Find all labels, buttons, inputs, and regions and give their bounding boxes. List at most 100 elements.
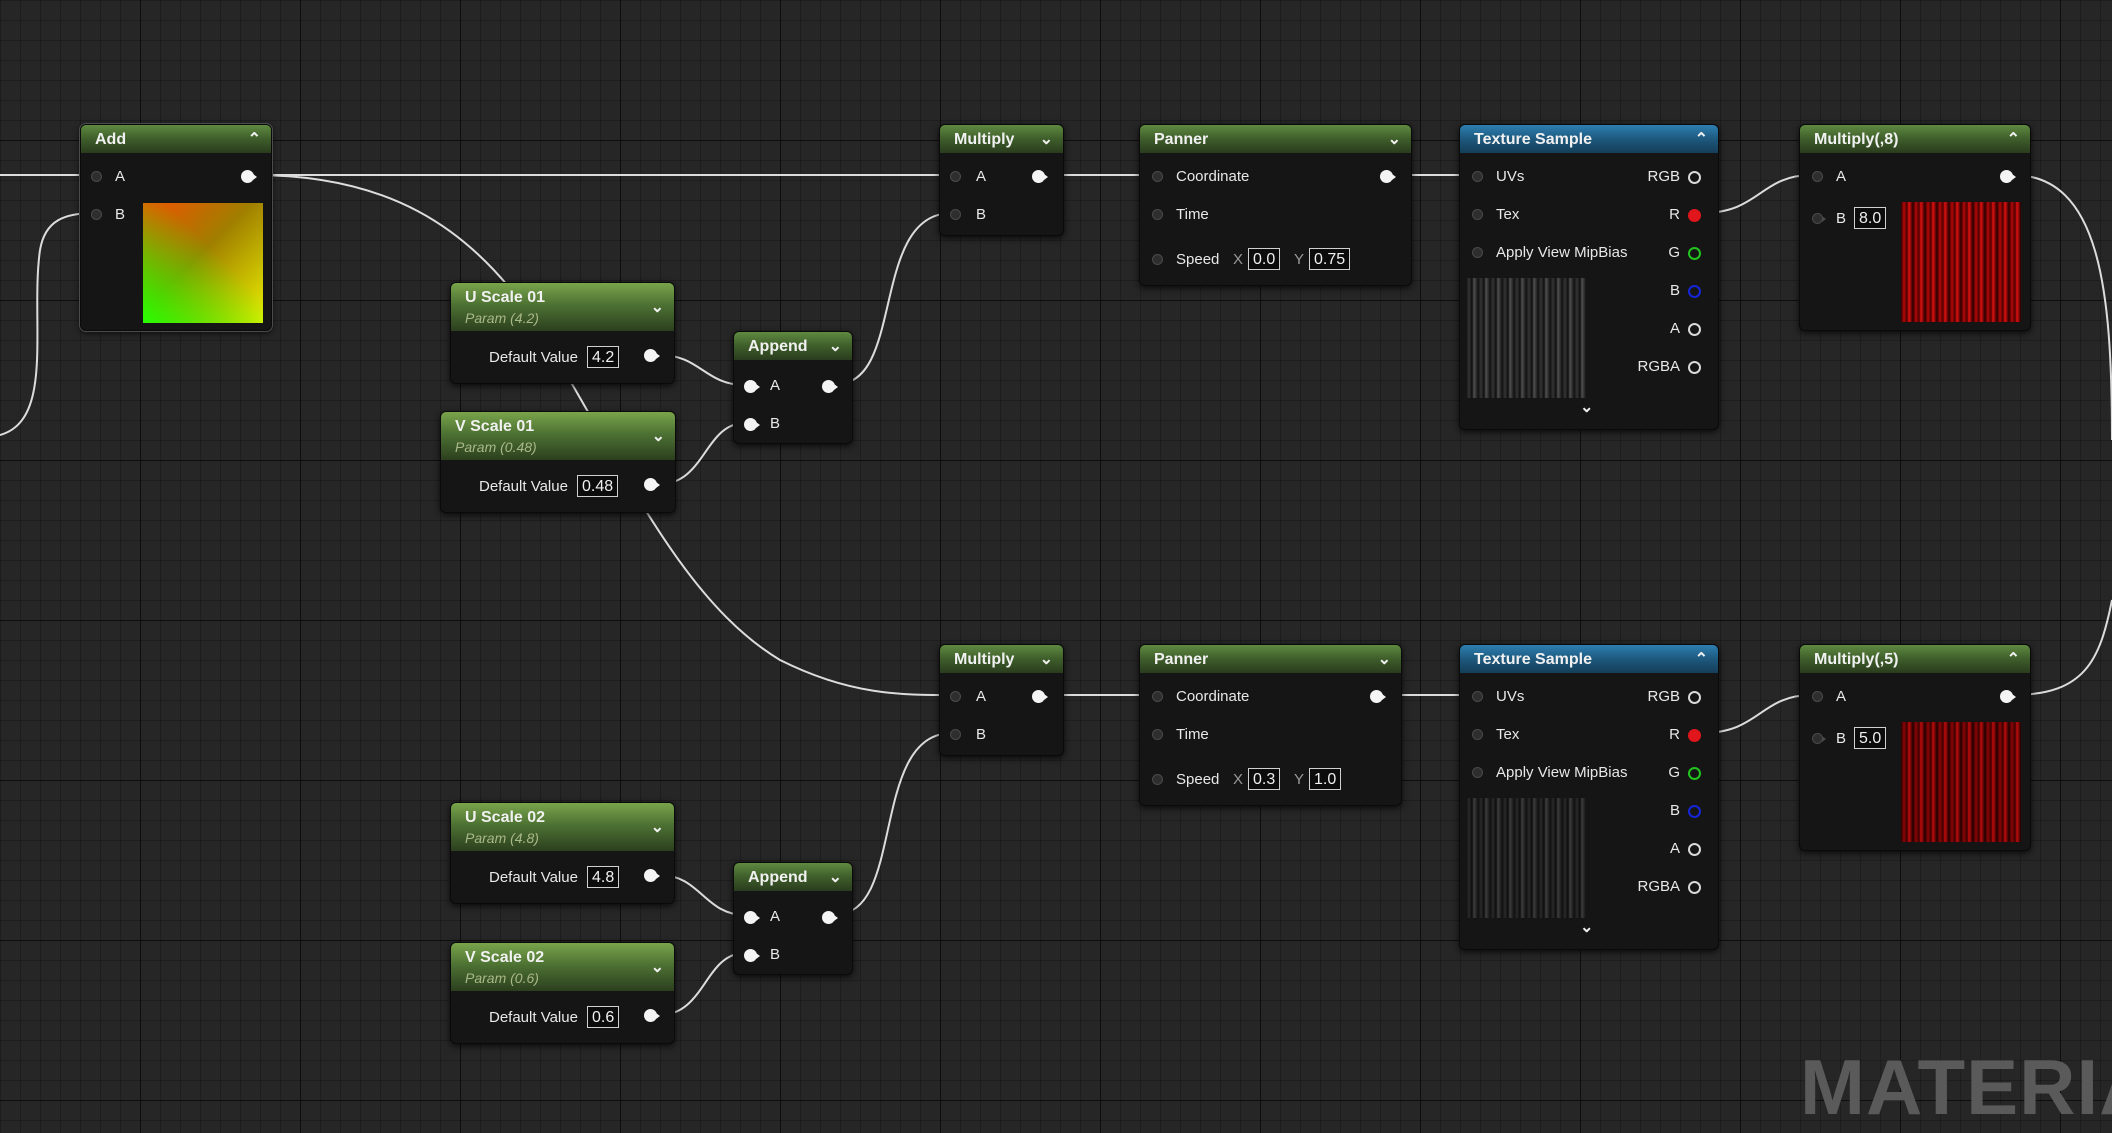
output-pin-r[interactable] <box>1688 209 1701 222</box>
output-pin[interactable] <box>2000 170 2016 183</box>
input-pin-b[interactable] <box>1812 213 1826 224</box>
input-pin-time[interactable] <box>1152 209 1163 220</box>
output-pin-r[interactable] <box>1688 729 1701 742</box>
node-u-scale-01[interactable]: U Scale 01 Param (4.2) ⌄ Default Value 4… <box>450 282 675 384</box>
node-panner-1[interactable]: Panner ⌄ Coordinate Time Speed X 0.0 Y 0… <box>1139 124 1412 286</box>
node-header[interactable]: Multiply(,8) ⌃ <box>1800 125 2030 153</box>
output-pin[interactable] <box>1370 690 1386 703</box>
output-pin[interactable] <box>1380 170 1396 183</box>
output-pin[interactable] <box>2000 690 2016 703</box>
output-pin-g[interactable] <box>1688 247 1701 260</box>
node-header[interactable]: Append ⌄ <box>734 863 852 891</box>
collapse-chevron-icon[interactable]: ⌃ <box>2006 651 2020 668</box>
input-pin-b[interactable] <box>950 209 961 220</box>
node-header[interactable]: Append ⌄ <box>734 332 852 360</box>
collapse-chevron-icon[interactable]: ⌄ <box>650 299 664 316</box>
output-pin[interactable] <box>644 478 660 491</box>
node-append-1[interactable]: Append ⌄ A B <box>733 331 853 444</box>
node-texture-sample-1[interactable]: Texture Sample ⌃ UVs Tex Apply View MipB… <box>1459 124 1719 430</box>
b-value-field[interactable]: 8.0 <box>1854 207 1887 229</box>
input-pin-a[interactable] <box>950 171 961 182</box>
input-pin-coordinate[interactable] <box>1152 691 1163 702</box>
collapse-chevron-icon[interactable]: ⌄ <box>651 428 665 445</box>
node-v-scale-01[interactable]: V Scale 01 Param (0.48) ⌄ Default Value … <box>440 411 676 513</box>
input-pin-mipbias[interactable] <box>1472 767 1483 778</box>
output-pin-a[interactable] <box>1688 323 1701 336</box>
node-header[interactable]: Panner ⌄ <box>1140 125 1411 153</box>
node-header[interactable]: Texture Sample ⌃ <box>1460 645 1718 673</box>
collapse-chevron-icon[interactable]: ⌄ <box>650 959 664 976</box>
collapse-chevron-icon[interactable]: ⌄ <box>828 338 842 355</box>
default-value-field[interactable]: 4.2 <box>587 346 620 368</box>
input-pin-b[interactable] <box>744 949 760 962</box>
node-header[interactable]: Panner ⌄ <box>1140 645 1401 673</box>
node-header[interactable]: V Scale 02 Param (0.6) ⌄ <box>451 943 674 991</box>
node-u-scale-02[interactable]: U Scale 02 Param (4.8) ⌄ Default Value 4… <box>450 802 675 904</box>
output-pin-b[interactable] <box>1688 805 1701 818</box>
input-pin-speed[interactable] <box>1152 774 1163 785</box>
input-pin-b[interactable] <box>1812 733 1826 744</box>
input-pin-speed[interactable] <box>1152 254 1163 265</box>
input-pin-a[interactable] <box>950 691 961 702</box>
input-pin-a[interactable] <box>1812 691 1823 702</box>
input-pin-tex[interactable] <box>1472 209 1483 220</box>
input-pin-uvs[interactable] <box>1472 171 1483 182</box>
input-pin-uvs[interactable] <box>1472 691 1483 702</box>
collapse-chevron-icon[interactable]: ⌃ <box>1694 131 1708 148</box>
input-pin-b[interactable] <box>91 209 102 220</box>
default-value-field[interactable]: 0.6 <box>587 1006 620 1028</box>
node-add[interactable]: Add ⌃ A B <box>79 123 273 332</box>
node-panner-2[interactable]: Panner ⌄ Coordinate Time Speed X 0.3 Y 1… <box>1139 644 1402 806</box>
node-header[interactable]: V Scale 01 Param (0.48) ⌄ <box>441 412 675 460</box>
input-pin-coordinate[interactable] <box>1152 171 1163 182</box>
collapse-chevron-icon[interactable]: ⌄ <box>1039 131 1053 148</box>
collapse-chevron-icon[interactable]: ⌄ <box>1387 131 1401 148</box>
output-pin[interactable] <box>822 380 838 393</box>
output-pin-a[interactable] <box>1688 843 1701 856</box>
input-pin-b[interactable] <box>744 418 760 431</box>
default-value-field[interactable]: 4.8 <box>587 866 620 888</box>
input-pin-tex[interactable] <box>1472 729 1483 740</box>
node-multiply-1[interactable]: Multiply ⌄ A B <box>939 124 1064 236</box>
collapse-chevron-icon[interactable]: ⌄ <box>650 819 664 836</box>
node-header[interactable]: Multiply(,5) ⌃ <box>1800 645 2030 673</box>
expand-chevron-icon[interactable]: ⌄ <box>1580 919 1594 936</box>
speed-x-field[interactable]: 0.3 <box>1248 768 1281 790</box>
input-pin-a[interactable] <box>1812 171 1823 182</box>
output-pin-g[interactable] <box>1688 767 1701 780</box>
input-pin-b[interactable] <box>950 729 961 740</box>
default-value-field[interactable]: 0.48 <box>577 475 619 497</box>
input-pin-time[interactable] <box>1152 729 1163 740</box>
speed-x-field[interactable]: 0.0 <box>1248 248 1281 270</box>
node-header[interactable]: U Scale 02 Param (4.8) ⌄ <box>451 803 674 851</box>
node-multiply-8[interactable]: Multiply(,8) ⌃ A B 8.0 <box>1799 124 2031 331</box>
output-pin[interactable] <box>644 1009 660 1022</box>
output-pin-rgb[interactable] <box>1688 691 1701 704</box>
speed-y-field[interactable]: 1.0 <box>1309 768 1342 790</box>
node-multiply-2[interactable]: Multiply ⌄ A B <box>939 644 1064 756</box>
node-texture-sample-2[interactable]: Texture Sample ⌃ UVs Tex Apply View MipB… <box>1459 644 1719 950</box>
node-header[interactable]: Multiply ⌄ <box>940 125 1063 153</box>
output-pin-rgba[interactable] <box>1688 361 1701 374</box>
output-pin[interactable] <box>644 869 660 882</box>
node-header[interactable]: U Scale 01 Param (4.2) ⌄ <box>451 283 674 331</box>
node-header[interactable]: Texture Sample ⌃ <box>1460 125 1718 153</box>
node-v-scale-02[interactable]: V Scale 02 Param (0.6) ⌄ Default Value 0… <box>450 942 675 1044</box>
output-pin[interactable] <box>241 170 257 183</box>
node-header[interactable]: Multiply ⌄ <box>940 645 1063 673</box>
output-pin-rgba[interactable] <box>1688 881 1701 894</box>
b-value-field[interactable]: 5.0 <box>1854 727 1887 749</box>
output-pin-b[interactable] <box>1688 285 1701 298</box>
input-pin-a[interactable] <box>91 171 102 182</box>
output-pin[interactable] <box>1032 690 1048 703</box>
collapse-chevron-icon[interactable]: ⌃ <box>1694 651 1708 668</box>
collapse-chevron-icon[interactable]: ⌃ <box>247 131 261 148</box>
speed-y-field[interactable]: 0.75 <box>1309 248 1351 270</box>
input-pin-a[interactable] <box>744 380 760 393</box>
output-pin-rgb[interactable] <box>1688 171 1701 184</box>
collapse-chevron-icon[interactable]: ⌄ <box>828 869 842 886</box>
collapse-chevron-icon[interactable]: ⌄ <box>1039 651 1053 668</box>
output-pin[interactable] <box>822 911 838 924</box>
input-pin-mipbias[interactable] <box>1472 247 1483 258</box>
collapse-chevron-icon[interactable]: ⌄ <box>1377 651 1391 668</box>
